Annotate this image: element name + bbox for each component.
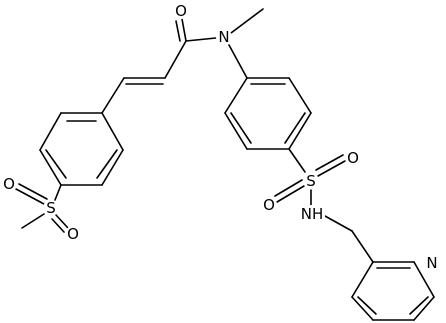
sulfonamide-oxygen-1-label: O — [347, 149, 359, 167]
left-ring-bond — [101, 112, 124, 151]
n-methyl-bond — [230, 8, 264, 34]
atom-label-methylsulfonyl-sulfur: S — [43, 199, 59, 217]
pyridine-bond — [413, 261, 435, 298]
nh-ch2-bond — [324, 215, 353, 232]
pyridine-inner-bond — [357, 296, 377, 315]
carbonyl-oxygen-label: O — [175, 2, 187, 20]
right-ring-inner-bond — [284, 112, 306, 144]
sulfonyl-o-bond — [18, 183, 48, 200]
left-ring-bond — [39, 112, 62, 151]
left-ring-inner-bond — [45, 149, 67, 179]
bond-lines — [15, 8, 435, 321]
pyridine-bond — [413, 296, 435, 321]
sulfonyl-o-bond — [315, 154, 344, 171]
pyridine-inner-bond — [409, 296, 429, 315]
sulfonamide-nh-label: NH — [301, 205, 324, 223]
atom-label-amide-nitrogen: N — [216, 28, 232, 46]
atom-label-methylsulfonyl-oxygen-2: O — [65, 225, 81, 243]
sulfonyl-o-bond — [51, 218, 65, 233]
methylsulfonyl-oxygen-2-label: O — [67, 225, 79, 243]
aryl-s-bond — [54, 184, 62, 201]
right-ring-bond — [288, 77, 312, 114]
vinyl-bond — [101, 77, 125, 114]
right-ring-bond — [288, 112, 312, 150]
sulfonyl-o-bond — [15, 188, 45, 205]
atom-label-sulfonamide-sulfur: S — [303, 172, 319, 190]
amide-nitrogen-label: N — [218, 28, 229, 46]
bond-to-carbonyl-carbon — [164, 40, 187, 79]
sulfonamide-sulfur-label: S — [306, 172, 316, 190]
sulfonyl-o-bond — [317, 160, 346, 177]
methylsulfonyl-sulfur-label: S — [46, 199, 56, 217]
left-ring-bond — [39, 149, 62, 186]
atom-label-carbonyl-oxygen: O — [173, 2, 189, 20]
right-ring-bond — [224, 112, 248, 150]
atom-label-methylsulfonyl-oxygen-1: O — [1, 175, 17, 193]
left-ring-bond — [101, 149, 124, 186]
methylsulfonyl-oxygen-1-label: O — [3, 175, 15, 193]
sulfonyl-o-bond — [276, 185, 305, 203]
sulfonyl-o-bond — [55, 214, 69, 229]
ch2-pyridine-bond — [351, 230, 374, 263]
right-ring-inner-bond — [230, 112, 252, 144]
atom-label-sulfonamide-oxygen-1: O — [345, 149, 361, 167]
atom-label-sulfonamide-nh: NH — [299, 205, 325, 223]
atom-label-pyridine-nitrogen: N — [424, 254, 440, 272]
amide-c-n-bond — [185, 37, 217, 42]
pyridine-bond — [351, 261, 374, 298]
n-aryl-bond — [228, 44, 248, 79]
c-s-bond — [288, 148, 306, 173]
carbonyl-inner-bond — [175, 20, 181, 42]
pyridine-bond — [351, 296, 374, 321]
s-methyl-bond — [21, 213, 45, 229]
sulfonamide-oxygen-2-label: O — [263, 196, 275, 214]
pyridine-nitrogen-label: N — [426, 254, 437, 272]
left-ring-inner-bond — [96, 149, 118, 179]
sulfonyl-o-bond — [274, 179, 303, 197]
carbonyl-bond — [181, 18, 187, 42]
right-ring-bond — [224, 77, 248, 114]
atom-label-sulfonamide-oxygen-2: O — [261, 196, 277, 214]
